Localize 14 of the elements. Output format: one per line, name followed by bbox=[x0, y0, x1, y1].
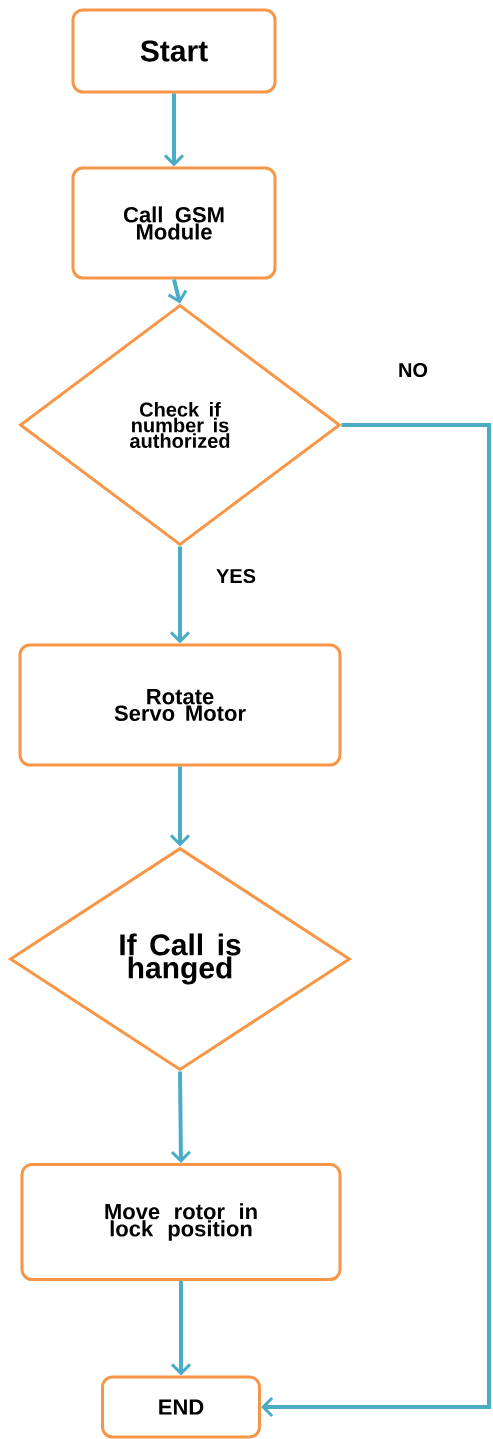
terminal-box: Start bbox=[71, 8, 277, 94]
process-box: Call GSM Module bbox=[71, 166, 277, 280]
arrow bbox=[167, 279, 188, 304]
arrow bbox=[163, 93, 185, 167]
arrow bbox=[170, 1281, 192, 1376]
process-box: Move rotor in lock position bbox=[20, 1163, 342, 1281]
edge-label: YES bbox=[214, 566, 258, 586]
arrow bbox=[170, 1071, 191, 1163]
process-box: Rotate Servo Motor bbox=[18, 643, 342, 767]
terminal-box: END bbox=[101, 1375, 261, 1439]
arrow bbox=[169, 546, 191, 644]
edge-label: NO bbox=[396, 360, 430, 380]
arrow bbox=[261, 423, 491, 1418]
arrow bbox=[169, 766, 191, 847]
